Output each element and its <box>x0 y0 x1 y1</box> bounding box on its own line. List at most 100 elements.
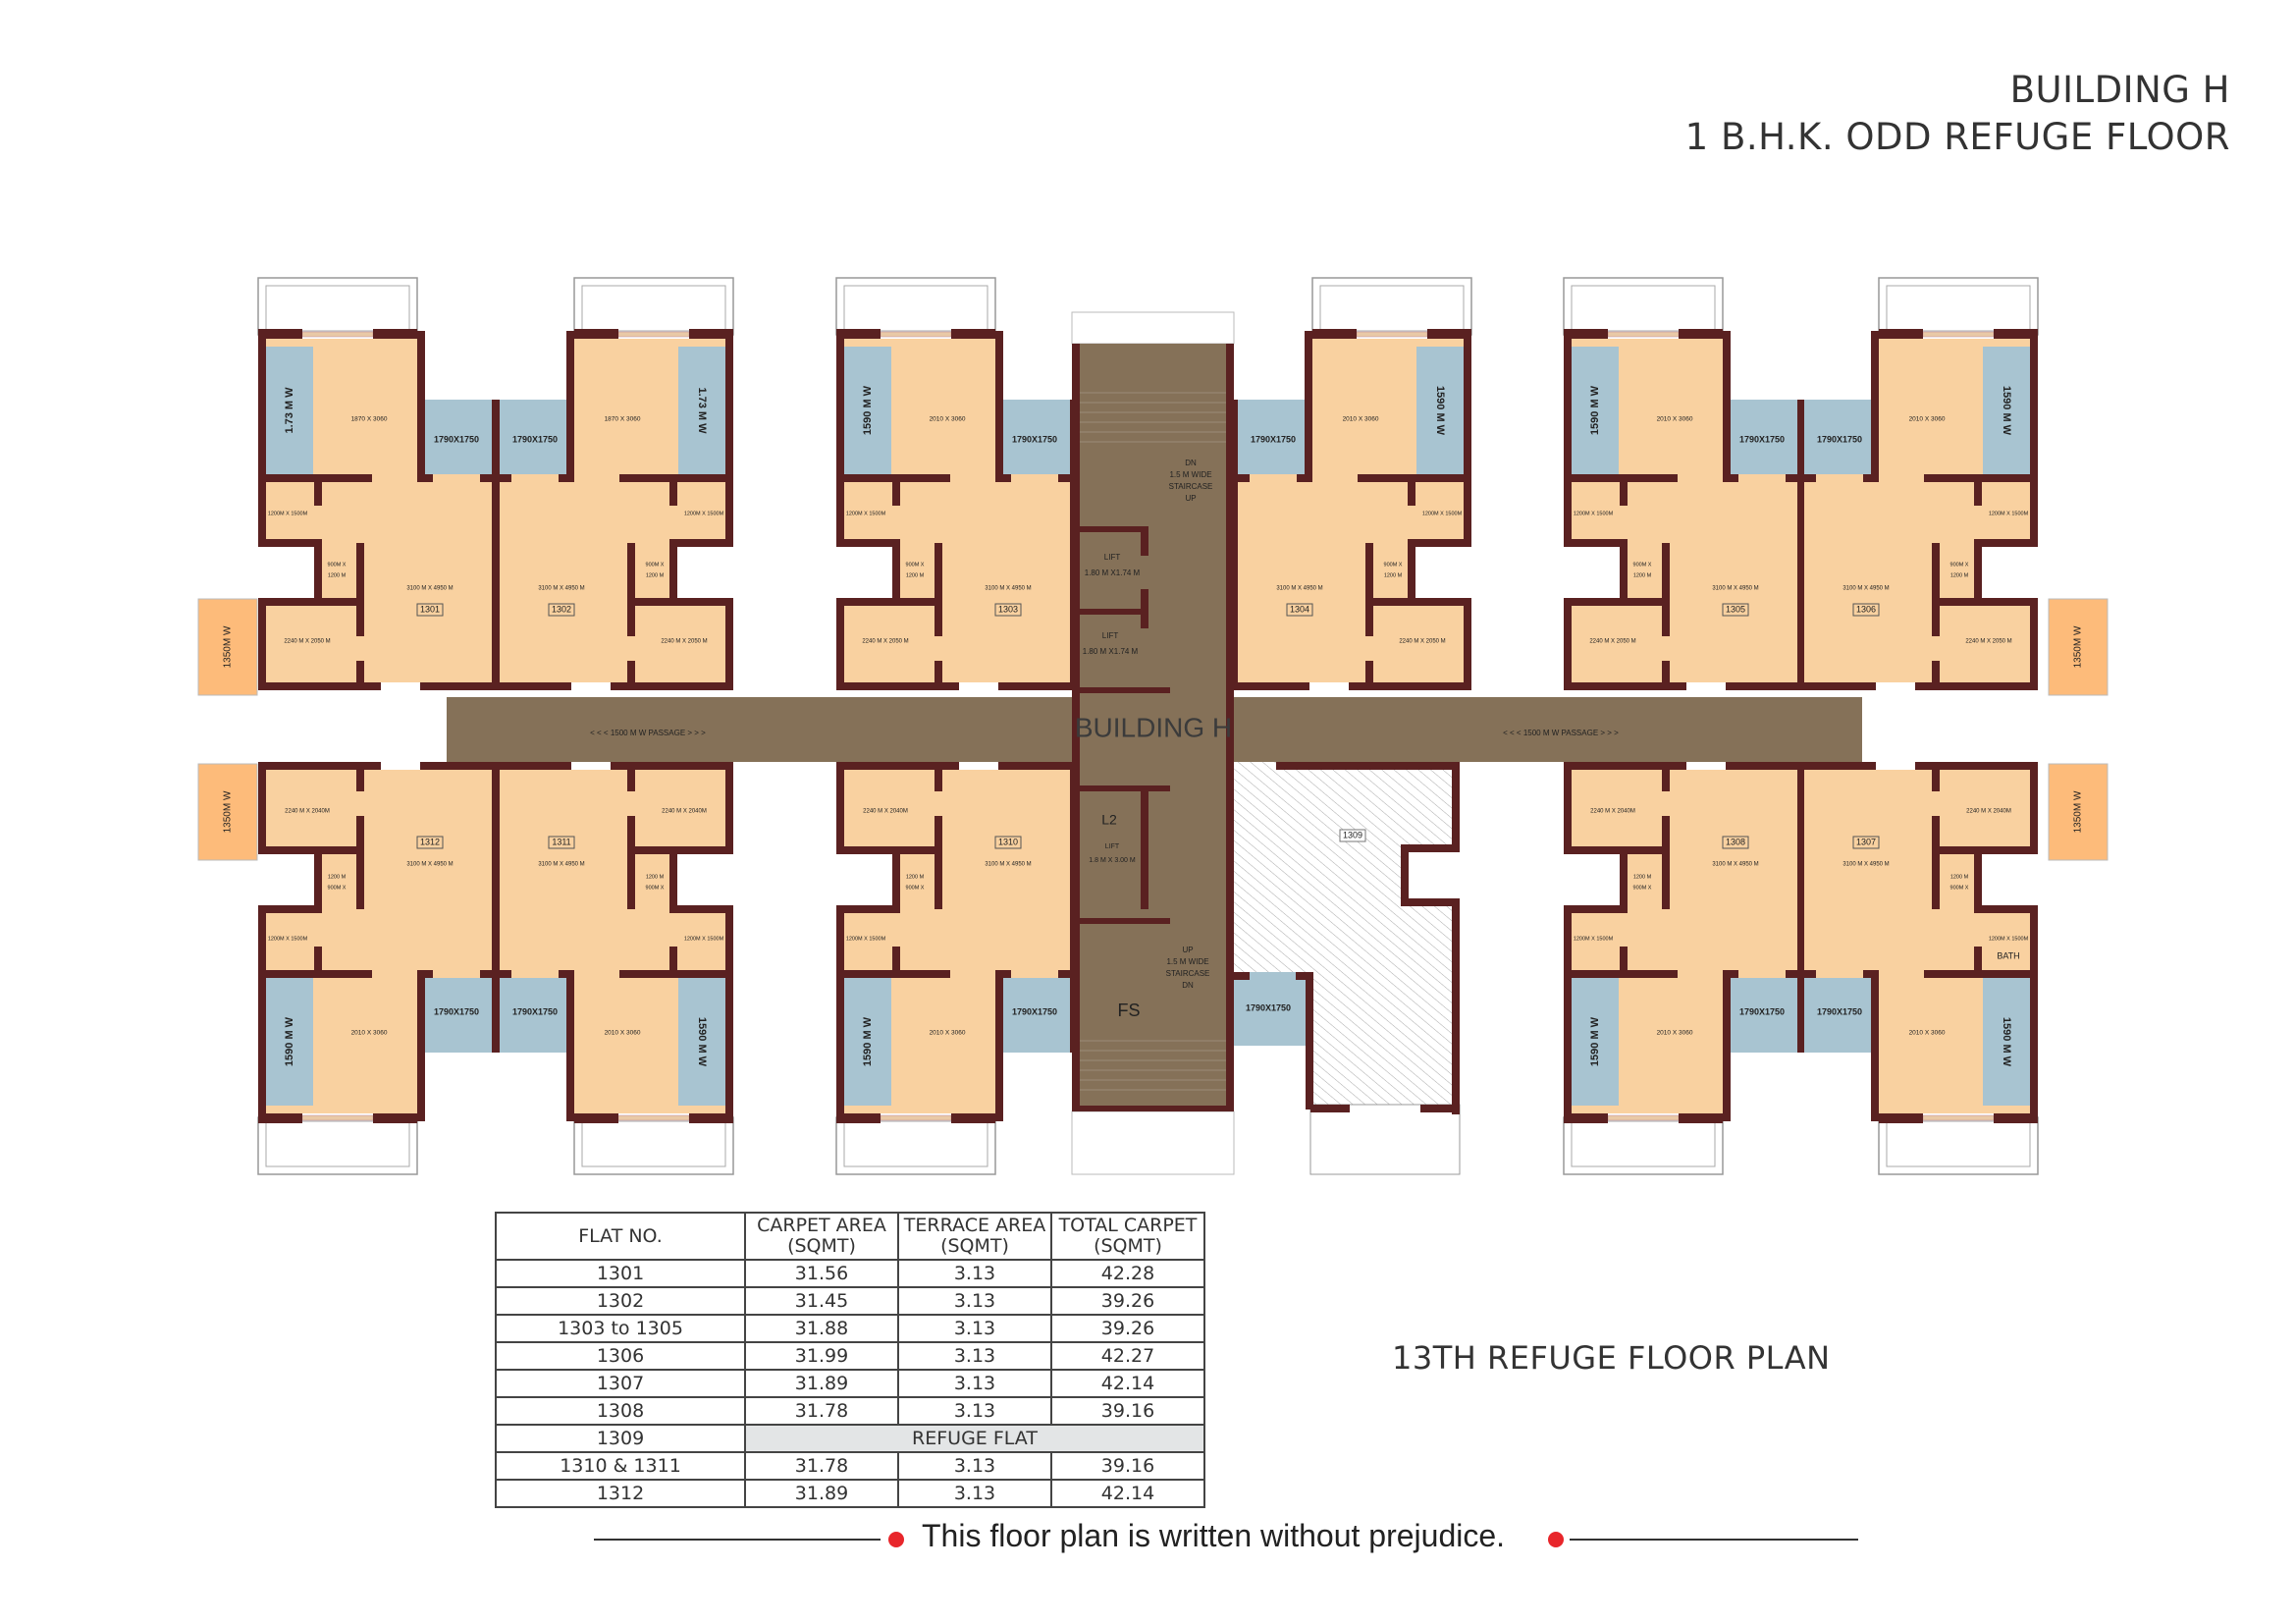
divider-left <box>594 1539 881 1541</box>
unit-number-box <box>994 603 1022 617</box>
unit-number-box <box>416 603 444 617</box>
utility <box>995 400 1074 476</box>
bedroom2-floor <box>1365 598 1471 690</box>
wall <box>2030 598 2038 690</box>
wall <box>1564 762 1572 854</box>
wall <box>627 543 635 636</box>
wall <box>1786 970 1801 978</box>
wall <box>1072 687 1170 693</box>
balcony <box>1309 1104 1461 1175</box>
balcony-railing <box>1886 1120 2031 1167</box>
wall <box>1365 598 1471 606</box>
wall <box>1915 762 2038 770</box>
wall <box>258 339 266 547</box>
wall <box>1072 526 1141 532</box>
utility-label: 1790X1750 <box>1739 434 1785 444</box>
wall <box>496 400 500 690</box>
unit-number-box <box>1722 836 1749 849</box>
side-balcony <box>2048 763 2109 861</box>
balcony-railing <box>1571 1120 1716 1167</box>
unit-number: 1307 <box>1856 837 1876 846</box>
living-label: 3100 M X 4950 M <box>1276 586 1322 592</box>
wash-label: 1200 M <box>1950 874 1969 880</box>
bedroom2-label: 2240 M X 2040M <box>1966 809 2011 815</box>
wall <box>496 762 571 770</box>
toilet-label: 1200M X 1500M <box>1574 936 1614 942</box>
floor-subtitle: 1 B.H.K. ODD REFUGE FLOOR <box>1684 116 2230 158</box>
balcony-railing <box>1571 285 1716 332</box>
wall <box>1564 905 1572 1113</box>
bedroom-label: 2010 X 3060 <box>930 1030 966 1037</box>
utility-label: 1790X1750 <box>1817 1006 1862 1016</box>
wall <box>1974 947 1982 978</box>
table-cell: 42.28 <box>1050 1259 1205 1288</box>
wall <box>1234 682 1309 690</box>
wall <box>836 682 959 690</box>
utility <box>1230 972 1308 1046</box>
wall <box>1871 331 1879 482</box>
wall <box>836 905 844 1113</box>
bedroom-label: 2010 X 3060 <box>1657 1030 1693 1037</box>
table-cell: 31.89 <box>744 1369 899 1398</box>
utility-label: 1790X1750 <box>512 1006 558 1016</box>
wall <box>258 598 266 690</box>
wardrobe-label: 1590 M W <box>284 1016 295 1066</box>
unit-number: 1302 <box>552 604 571 614</box>
table-cell: 42.27 <box>1050 1341 1205 1371</box>
wall <box>725 598 733 690</box>
column-header: CARPET AREA(SQMT) <box>744 1212 899 1261</box>
wall <box>1879 1113 1923 1123</box>
toilet-floor <box>1979 909 2038 978</box>
wall <box>480 474 496 482</box>
bedroom-label: 2010 X 3060 <box>930 416 966 423</box>
wall <box>998 682 1074 690</box>
toilet-floor <box>258 474 317 543</box>
wall <box>373 329 417 339</box>
wall <box>1932 598 2038 606</box>
window <box>1922 1114 1995 1121</box>
utility <box>1723 976 1801 1053</box>
wall <box>356 816 364 909</box>
table-cell: 39.26 <box>1050 1286 1205 1316</box>
wash-label: 1200 M <box>646 874 665 880</box>
balcony-railing <box>265 285 410 332</box>
balcony <box>1878 277 2039 336</box>
window <box>617 1114 690 1121</box>
bedroom-label: 2010 X 3060 <box>605 1030 641 1037</box>
utility-label: 1790X1750 <box>512 434 558 444</box>
unit-number: 1304 <box>1290 604 1309 614</box>
wall <box>669 539 733 547</box>
wall <box>574 1113 618 1123</box>
wardrobe-label: 1.73 M W <box>284 387 295 434</box>
side-balcony <box>197 763 258 861</box>
unit-number-box <box>1852 603 1880 617</box>
wardrobe-label: 1590 M W <box>862 385 874 435</box>
lift-label: LIFT <box>1104 553 1121 562</box>
wall <box>836 598 942 606</box>
wardrobe <box>1416 347 1464 474</box>
wall <box>1427 329 1471 339</box>
wall <box>1800 474 1816 482</box>
wall <box>1564 846 1670 854</box>
wall <box>951 1113 995 1123</box>
wall <box>669 905 733 913</box>
wall <box>258 846 364 854</box>
wall <box>998 762 1074 770</box>
wall <box>1974 474 1982 506</box>
wardrobe <box>844 978 891 1106</box>
bedroom2-label: 2240 M X 2050 M <box>284 639 330 645</box>
wardrobe <box>844 347 891 474</box>
wall <box>1365 543 1373 636</box>
wall <box>566 331 574 482</box>
balcony <box>573 1116 734 1175</box>
wardrobe <box>678 978 725 1106</box>
wall <box>1464 339 1471 547</box>
wall <box>1932 846 2038 854</box>
living-label: 3100 M X 4950 M <box>538 586 584 592</box>
wall <box>258 598 364 606</box>
refuge-flat-cell: REFUGE FLAT <box>744 1424 1205 1453</box>
utility <box>1234 400 1312 476</box>
column-header: TERRACE AREA(SQMT) <box>897 1212 1052 1261</box>
